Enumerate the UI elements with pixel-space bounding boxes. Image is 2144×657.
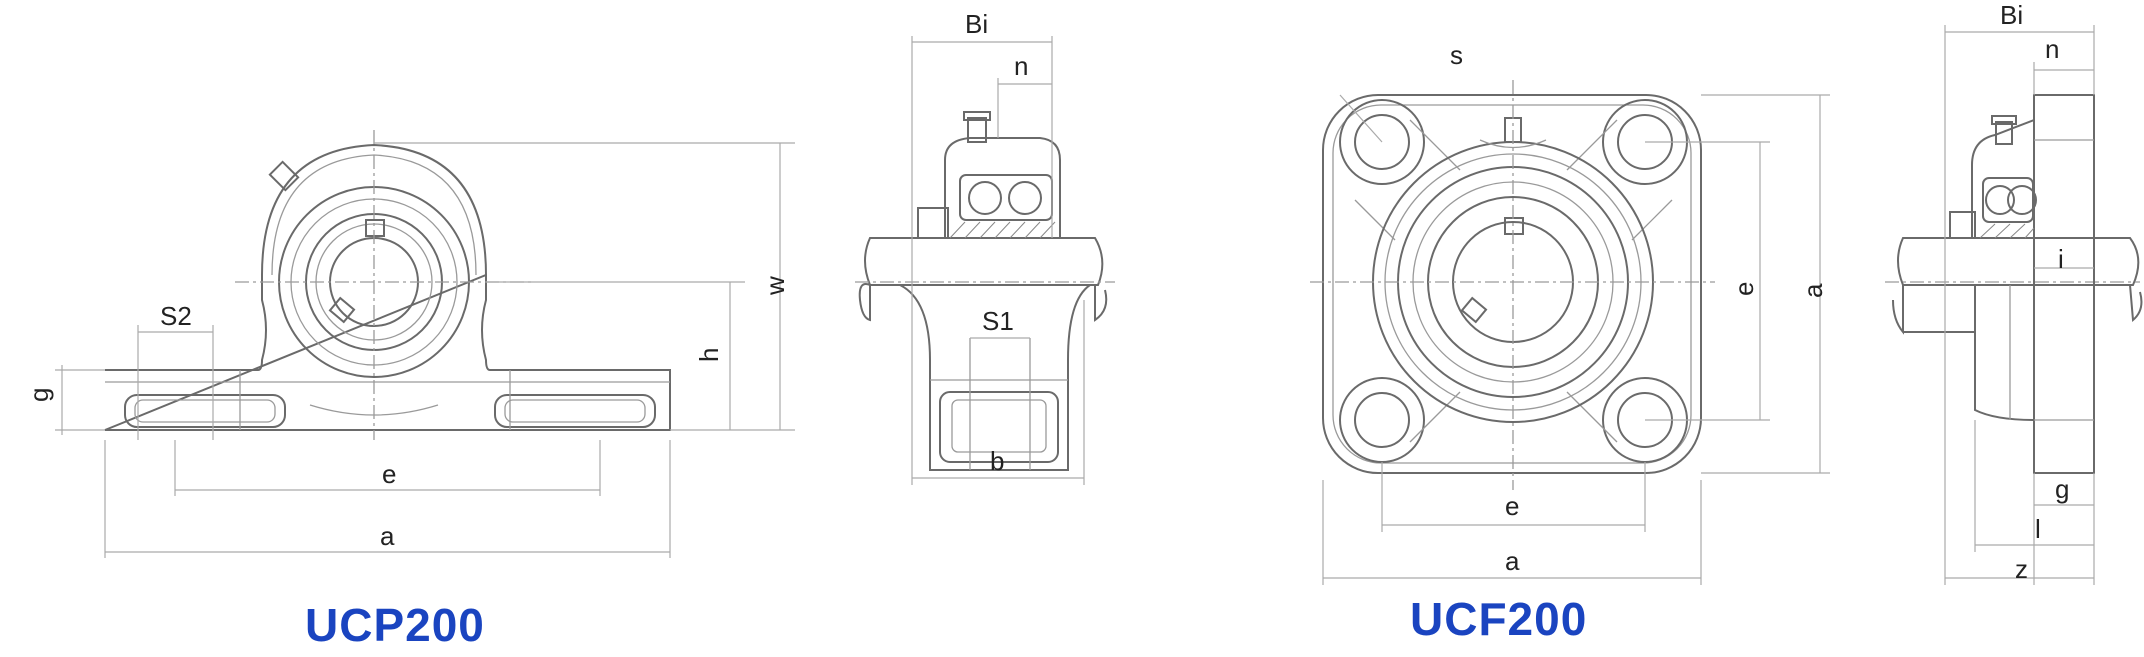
ucp200-caption: UCP200 [305,599,485,651]
dim-label-e-vertical: e [1729,282,1759,296]
ucf-side-dimensions [1944,25,2095,585]
dim-label-n: n [1014,51,1028,81]
dim-label-g: g [2055,474,2069,504]
ucf200-caption: UCF200 [1410,593,1588,645]
dim-label-i: i [2058,244,2064,274]
ucf-dimension-labels: s e a e a Bi n i g l z [1450,0,2069,584]
dim-label-n: n [2045,34,2059,64]
dim-label-w: w [760,276,790,296]
dim-label-e: e [382,459,396,489]
dim-label-h: h [694,348,724,362]
ucf-front-dimensions [1322,94,1830,585]
dim-label-bi: Bi [965,9,988,39]
ucf-front-view [1310,80,1715,490]
dim-label-a: a [1505,546,1520,576]
dim-label-a-vertical: a [1798,283,1828,298]
ucp-front-dimensions [55,142,795,558]
dim-label-s: s [1450,40,1463,70]
dim-label-bi: Bi [2000,0,2023,30]
ucf-side-view [1885,94,2143,474]
ucp-front-view [104,130,671,440]
dim-label-z: z [2015,554,2028,584]
dim-label-b: b [990,446,1004,476]
dim-label-s1: S1 [982,306,1014,336]
dim-label-a: a [380,521,395,551]
dim-label-e: e [1505,491,1519,521]
dim-label-s2: S2 [160,301,192,331]
ucp-side-view [855,111,1115,471]
ucp-dimension-labels: S2 g h w e a Bi n S1 b [24,9,1028,551]
dim-label-g: g [24,388,54,402]
dim-label-l: l [2035,514,2041,544]
ucp-side-dimensions [911,36,1085,485]
